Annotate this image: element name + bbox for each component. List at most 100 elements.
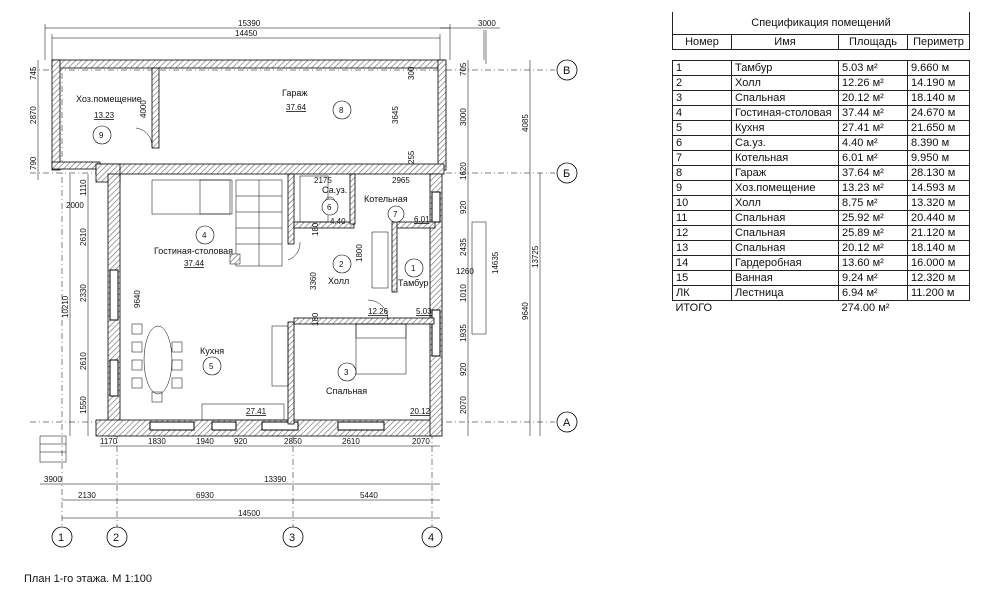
- room-2-area: 12.26: [368, 307, 389, 316]
- spec-cell: 8.390 м: [907, 135, 970, 151]
- spec-cell: 21.120 м: [907, 225, 970, 241]
- floor-plan: 15390 14450 3000 В Б А 1 2 3 4: [29, 19, 578, 548]
- dim-r2: 3000: [459, 108, 468, 126]
- dim-b2: 1830: [148, 437, 166, 446]
- spec-cell: Холл: [731, 75, 839, 91]
- room-5-area: 27.41: [246, 407, 267, 416]
- spec-cell: Спальная: [731, 240, 839, 256]
- dim-r10: 920: [459, 362, 468, 376]
- dim-l8: 2330: [79, 284, 88, 302]
- dim-r14: 9640: [521, 302, 530, 320]
- dim-i4: 255: [407, 150, 416, 164]
- spec-cell: Тамбур: [731, 60, 839, 76]
- spec-cell: 9.24 м²: [838, 270, 908, 286]
- axis-b: Б: [563, 168, 570, 180]
- left-dimensions: 745 2870 790 1110 2000 2610 10210 2330 2…: [29, 60, 142, 436]
- dim-l7: 10210: [61, 295, 70, 318]
- spec-header: Площадь: [838, 34, 908, 50]
- room-1-area: 5.03: [416, 307, 432, 316]
- dim-l10: 1550: [79, 396, 88, 414]
- spec-header-row: Номер Имя Площадь Периметр: [672, 34, 970, 50]
- dim-l9: 2610: [79, 352, 88, 370]
- spec-cell: 10: [672, 195, 732, 211]
- room-labels: Хоз.помещение 13.23 9 Гараж 37.64 8 4 Го…: [76, 88, 432, 416]
- dim-b1: 1170: [100, 437, 118, 446]
- spec-total-value: 274.00 м²: [841, 302, 890, 314]
- spec-cell: 12.320 м: [907, 270, 970, 286]
- dim-b13: 14500: [238, 509, 261, 518]
- room-5-num: 5: [209, 362, 214, 371]
- room-9-num: 9: [99, 131, 104, 140]
- spec-cell: Са.уз.: [731, 135, 839, 151]
- dim-i5: 2175: [314, 176, 332, 185]
- dim-l4: 1110: [79, 179, 88, 196]
- spec-cell: 25.89 м²: [838, 225, 908, 241]
- dim-b9: 13390: [264, 475, 287, 484]
- spec-cell: 6: [672, 135, 732, 151]
- spec-cell: 8.75 м²: [838, 195, 908, 211]
- dim-b4: 920: [234, 437, 248, 446]
- spec-cell: 37.64 м²: [838, 165, 908, 181]
- spec-cell: 9: [672, 180, 732, 196]
- dim-r4: 1620: [459, 162, 468, 180]
- spec-cell: Спальная: [731, 90, 839, 106]
- spec-cell: 12.26 м²: [838, 75, 908, 91]
- room-3-area: 20.12: [410, 407, 431, 416]
- spec-header: Номер: [672, 34, 732, 50]
- room-1-num: 1: [411, 264, 416, 273]
- room-9-area: 13.23: [94, 111, 115, 120]
- spec-cell: 15: [672, 270, 732, 286]
- spec-cell: 4: [672, 105, 732, 121]
- room-1-name: Тамбур: [398, 278, 429, 288]
- spec-cell: Гараж: [731, 165, 839, 181]
- spec-cell: 14: [672, 255, 732, 271]
- spec-title: Спецификация помещений: [672, 12, 970, 35]
- dim-r5: 920: [459, 200, 468, 214]
- spec-total-row: ИТОГО 274.00 м²: [673, 301, 970, 316]
- spec-cell: Спальная: [731, 210, 839, 226]
- dim-r6: 2435: [459, 238, 468, 256]
- dim-i6: 2965: [392, 176, 410, 185]
- walls: [51, 59, 447, 437]
- spec-cell: Гардеробная: [731, 255, 839, 271]
- spec-cell: 14.593 м: [907, 180, 970, 196]
- axis-4: 4: [428, 532, 434, 544]
- room-3-num: 3: [344, 368, 349, 377]
- room-6-num: 6: [327, 203, 332, 212]
- axis-1: 1: [58, 532, 64, 544]
- spec-cell: Ванная: [731, 270, 839, 286]
- axis-v: В: [563, 65, 570, 77]
- spec-cell: Кухня: [731, 120, 839, 136]
- dim-b7: 2070: [412, 437, 430, 446]
- axis-markers: В Б А 1 2 3 4: [51, 59, 578, 548]
- spec-cell: ЛК: [672, 285, 732, 301]
- dim-top-3: 3000: [478, 19, 496, 28]
- spec-cell: 25.92 м²: [838, 210, 908, 226]
- dim-b5: 2850: [284, 437, 302, 446]
- dim-b11: 6930: [196, 491, 214, 500]
- spec-cell: 11: [672, 210, 732, 226]
- spec-cell: 6.94 м²: [838, 285, 908, 301]
- room-7-num: 7: [393, 210, 398, 219]
- spec-cell: 5.03 м²: [838, 60, 908, 76]
- dim-i9: 1800: [355, 244, 364, 262]
- spec-cell: 3: [672, 90, 732, 106]
- dim-r1: 705: [459, 62, 468, 76]
- room-4-num: 4: [202, 231, 207, 240]
- room-3-name: Спальная: [326, 386, 367, 396]
- axis-a: А: [563, 417, 571, 429]
- spec-cell: 24.670 м: [907, 105, 970, 121]
- dim-b10: 2130: [78, 491, 96, 500]
- dim-r3: 4085: [521, 114, 530, 132]
- dim-r7: 1260: [456, 267, 474, 276]
- spec-cell: 8: [672, 165, 732, 181]
- room-6-name: Са.уз.: [322, 185, 347, 195]
- spec-cell: 11.200 м: [907, 285, 970, 301]
- spec-cell: 20.12 м²: [838, 90, 908, 106]
